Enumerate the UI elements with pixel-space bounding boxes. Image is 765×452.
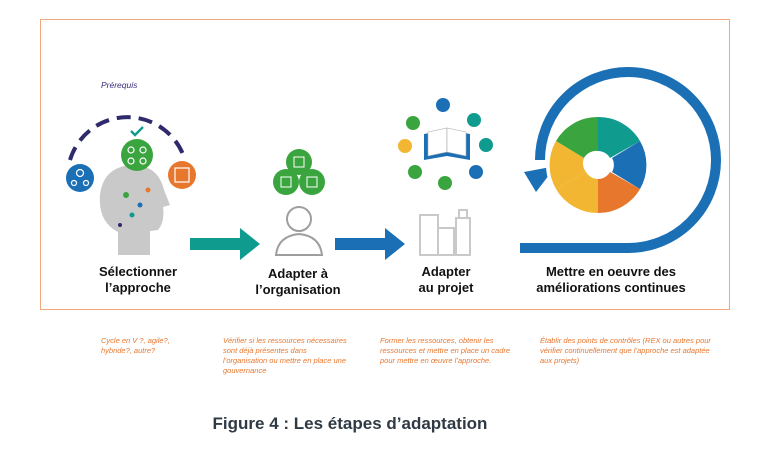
step-title-line: l’organisation bbox=[255, 282, 341, 297]
prereq-arc bbox=[68, 115, 187, 161]
step-title-line: l’approche bbox=[105, 280, 171, 295]
step-title-org: Adapter à l’organisation bbox=[238, 266, 358, 298]
step-title-line: Adapter bbox=[421, 264, 471, 279]
head-icon bbox=[99, 164, 170, 255]
step-note-continuous: Établir des points de contrôles (REX ou … bbox=[540, 336, 711, 365]
diagram-frame bbox=[40, 19, 730, 310]
cycle-icon bbox=[520, 67, 721, 253]
step-title-select: Sélectionner l’approche bbox=[78, 264, 198, 296]
network-icon bbox=[121, 139, 153, 171]
step-title-continuous: Mettre en oeuvre des améliorations conti… bbox=[516, 264, 706, 296]
satellite-icons bbox=[398, 98, 493, 190]
network-orange-icon bbox=[168, 161, 196, 189]
person-icon bbox=[274, 206, 324, 256]
figure-caption: Figure 4 : Les étapes d’adaptation bbox=[212, 414, 488, 433]
step-title-line: au projet bbox=[418, 280, 474, 295]
step-note-select: Cycle en V ?, agile?, hybride?, autre? bbox=[101, 336, 170, 355]
options-icon bbox=[66, 164, 94, 192]
book-icon bbox=[424, 127, 470, 160]
checkmark-icon bbox=[130, 126, 144, 137]
prereq-label: Prérequis bbox=[101, 80, 138, 90]
step-title-line: améliorations continues bbox=[536, 280, 686, 295]
step-title-line: Adapter à bbox=[268, 266, 328, 281]
step-title-line: Sélectionner bbox=[98, 264, 178, 279]
step-note-org: Vérifier si les ressources nécessaires s… bbox=[223, 336, 347, 375]
step-title-line: Mettre en oeuvre des bbox=[545, 264, 677, 279]
bottles-icon bbox=[419, 209, 471, 256]
step-title-project: Adapter au projet bbox=[386, 264, 506, 296]
arrow-1 bbox=[190, 228, 260, 260]
step-note-project: Former les ressources, obtenir les resso… bbox=[380, 336, 511, 365]
network-cluster-icon bbox=[273, 149, 325, 195]
arrow-2 bbox=[335, 228, 405, 260]
